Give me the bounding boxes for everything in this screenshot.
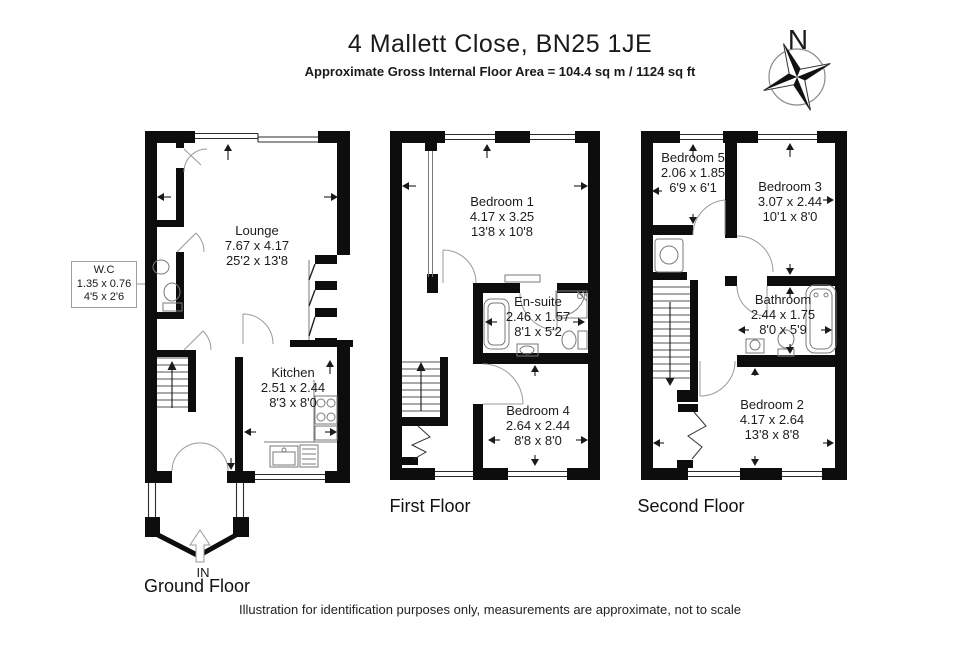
room-dimensions-imperial: 13'8 x 8'8: [744, 427, 800, 442]
ground-walls: [145, 131, 353, 483]
wc-sink-icon: [152, 259, 170, 275]
room-label-en-suite: En-suite 2.46 x 1.57 8'1 x 5'2: [468, 294, 608, 339]
room-name: Lounge: [235, 223, 279, 238]
room-dimensions-imperial: 6'9 x 6'1: [669, 180, 717, 195]
disclaimer-text: Illustration for identification purposes…: [239, 602, 741, 617]
hob-icon: [314, 395, 338, 441]
entrance-arrow-icon: [189, 529, 211, 563]
room-name: Bedroom 5: [661, 150, 725, 165]
porch: [145, 483, 249, 558]
room-dimensions-imperial: 8'1 x 5'2: [514, 324, 562, 339]
stairwell-rail: [428, 151, 433, 277]
page-title: 4 Mallett Close, BN25 1JE: [347, 30, 653, 58]
second-walls: [641, 131, 847, 480]
bedroom1-shelf: [504, 274, 541, 283]
floor-label-ground: Ground Floor: [143, 576, 251, 596]
room-label-bathroom: Bathroom 2.44 x 1.75 8'0 x 5'9: [713, 292, 853, 337]
first-door-arcs: [442, 249, 558, 405]
ground-windows: [195, 132, 325, 481]
room-dimensions-metric: 2.51 x 2.44: [260, 380, 326, 395]
bedroom2-closet-bifold: [687, 411, 707, 460]
ensuite-bath-icon: [483, 298, 510, 350]
room-label-lounge: Lounge 7.67 x 4.17 25'2 x 13'8: [187, 223, 327, 268]
bathroom-sink-icon: [745, 338, 765, 354]
kitchen-counter: [264, 380, 337, 443]
landing-closet-bifold: [410, 425, 431, 460]
room-dimensions-metric: 7.67 x 4.17: [224, 238, 290, 253]
room-dimensions-imperial: 8'3 x 8'0: [269, 395, 317, 410]
room-dimensions-metric: 2.06 x 1.85: [660, 165, 726, 180]
room-dimensions-imperial: 13'8 x 10'8: [470, 224, 534, 239]
wc-toilet-icon: [162, 282, 183, 312]
second-floor-plan: [641, 131, 847, 480]
room-name: Bathroom: [754, 292, 812, 307]
room-name: En-suite: [514, 294, 562, 309]
room-name: Bedroom 2: [740, 397, 804, 412]
room-dimensions-imperial: 4'5 x 2'6: [83, 291, 125, 303]
second-door-arcs: [692, 199, 774, 397]
ensuite-sink-icon: [516, 343, 539, 357]
room-dimensions-metric: 1.35 x 0.76: [76, 277, 132, 290]
stairs-icon: [157, 357, 188, 408]
bathroom-bath-icon: [805, 284, 837, 354]
ground-measurement-arrows: [157, 144, 338, 470]
room-dimensions-metric: 4.17 x 2.64: [739, 412, 805, 427]
second-windows: [680, 133, 822, 478]
stairs-icon: [402, 361, 440, 412]
first-floor-plan: [390, 131, 600, 480]
first-measurement-arrows: [402, 144, 588, 466]
ensuite-toilet-icon: [561, 330, 588, 350]
compass-north-label: N: [787, 24, 809, 55]
page-subtitle: Approximate Gross Internal Floor Area = …: [304, 64, 696, 79]
second-measurement-arrows: [652, 143, 834, 466]
compass-rose-icon: [763, 43, 831, 111]
room-name: Bedroom 4: [506, 403, 570, 418]
ground-floor-plan: [135, 131, 353, 563]
room-dimensions-metric: 2.46 x 1.57: [505, 309, 571, 324]
room-name: W.C: [93, 264, 115, 276]
floor-label-second: Second Floor: [637, 496, 745, 516]
room-dimensions-metric: 4.17 x 3.25: [469, 209, 535, 224]
room-label-bedroom-4: Bedroom 4 2.64 x 2.44 8'8 x 8'0: [468, 403, 608, 448]
first-windows: [435, 133, 575, 478]
room-label-bedroom-3: Bedroom 3 3.07 x 2.44 10'1 x 8'0: [720, 179, 860, 224]
room-name: Bedroom 1: [470, 194, 534, 209]
room-label-kitchen: Kitchen 2.51 x 2.44 8'3 x 8'0: [223, 365, 363, 410]
room-name: Bedroom 3: [758, 179, 822, 194]
room-label-bedroom-1: Bedroom 1 4.17 x 3.25 13'8 x 10'8: [432, 194, 572, 239]
room-label-bedroom-5: Bedroom 5 2.06 x 1.85 6'9 x 6'1: [623, 150, 763, 195]
shower-icon: [555, 290, 588, 319]
room-dimensions-imperial: 10'1 x 8'0: [762, 209, 818, 224]
room-label-wc: W.C 1.35 x 0.76 4'5 x 2'6: [71, 261, 137, 308]
room-dimensions-imperial: 8'0 x 5'9: [759, 322, 807, 337]
kitchen-sink-icon: [269, 444, 319, 468]
room-dimensions-imperial: 8'8 x 8'0: [514, 433, 562, 448]
first-walls: [390, 131, 600, 480]
room-dimensions-metric: 2.64 x 2.44: [505, 418, 571, 433]
bathroom-toilet-icon: [777, 329, 795, 357]
room-dimensions-imperial: 25'2 x 13'8: [225, 253, 289, 268]
floor-label-first: First Floor: [389, 496, 471, 516]
room-name: Kitchen: [271, 365, 315, 380]
lounge-bifold-doors: [308, 255, 337, 347]
airing-cupboard: [654, 238, 684, 273]
room-dimensions-metric: 3.07 x 2.44: [757, 194, 823, 209]
entrance-in-label: IN: [196, 565, 210, 580]
ground-door-arcs: [171, 148, 274, 472]
room-dimensions-metric: 2.44 x 1.75: [750, 307, 816, 322]
room-label-bedroom-2: Bedroom 2 4.17 x 2.64 13'8 x 8'8: [702, 397, 842, 442]
stairs-icon: [653, 286, 690, 386]
